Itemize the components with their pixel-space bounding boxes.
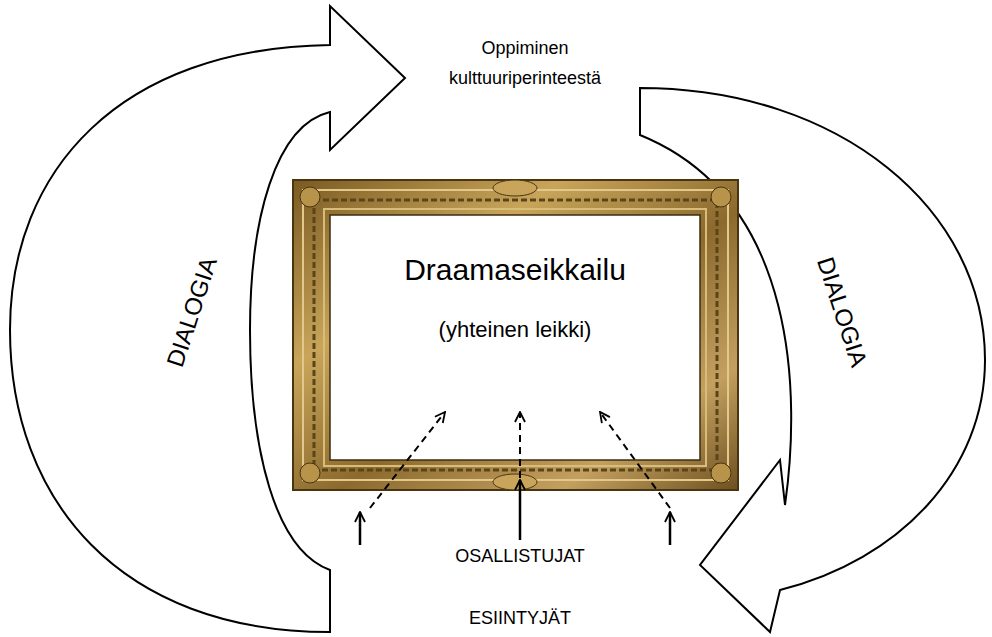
solid-arrows	[360, 480, 670, 545]
frame-subtitle: (yhteinen leikki)	[439, 316, 592, 344]
picture-frame	[293, 180, 738, 490]
frame-heading: Draamaseikkailu	[404, 252, 626, 288]
text-label: Oppiminen kulttuuriperinteestä	[415, 33, 635, 93]
text-label: ESIINTYJÄT	[469, 603, 571, 633]
text-label: OSALLISTUJAT	[455, 541, 585, 571]
picture-frame-box: Draamaseikkailu (yhteinen leikki)	[330, 215, 700, 460]
